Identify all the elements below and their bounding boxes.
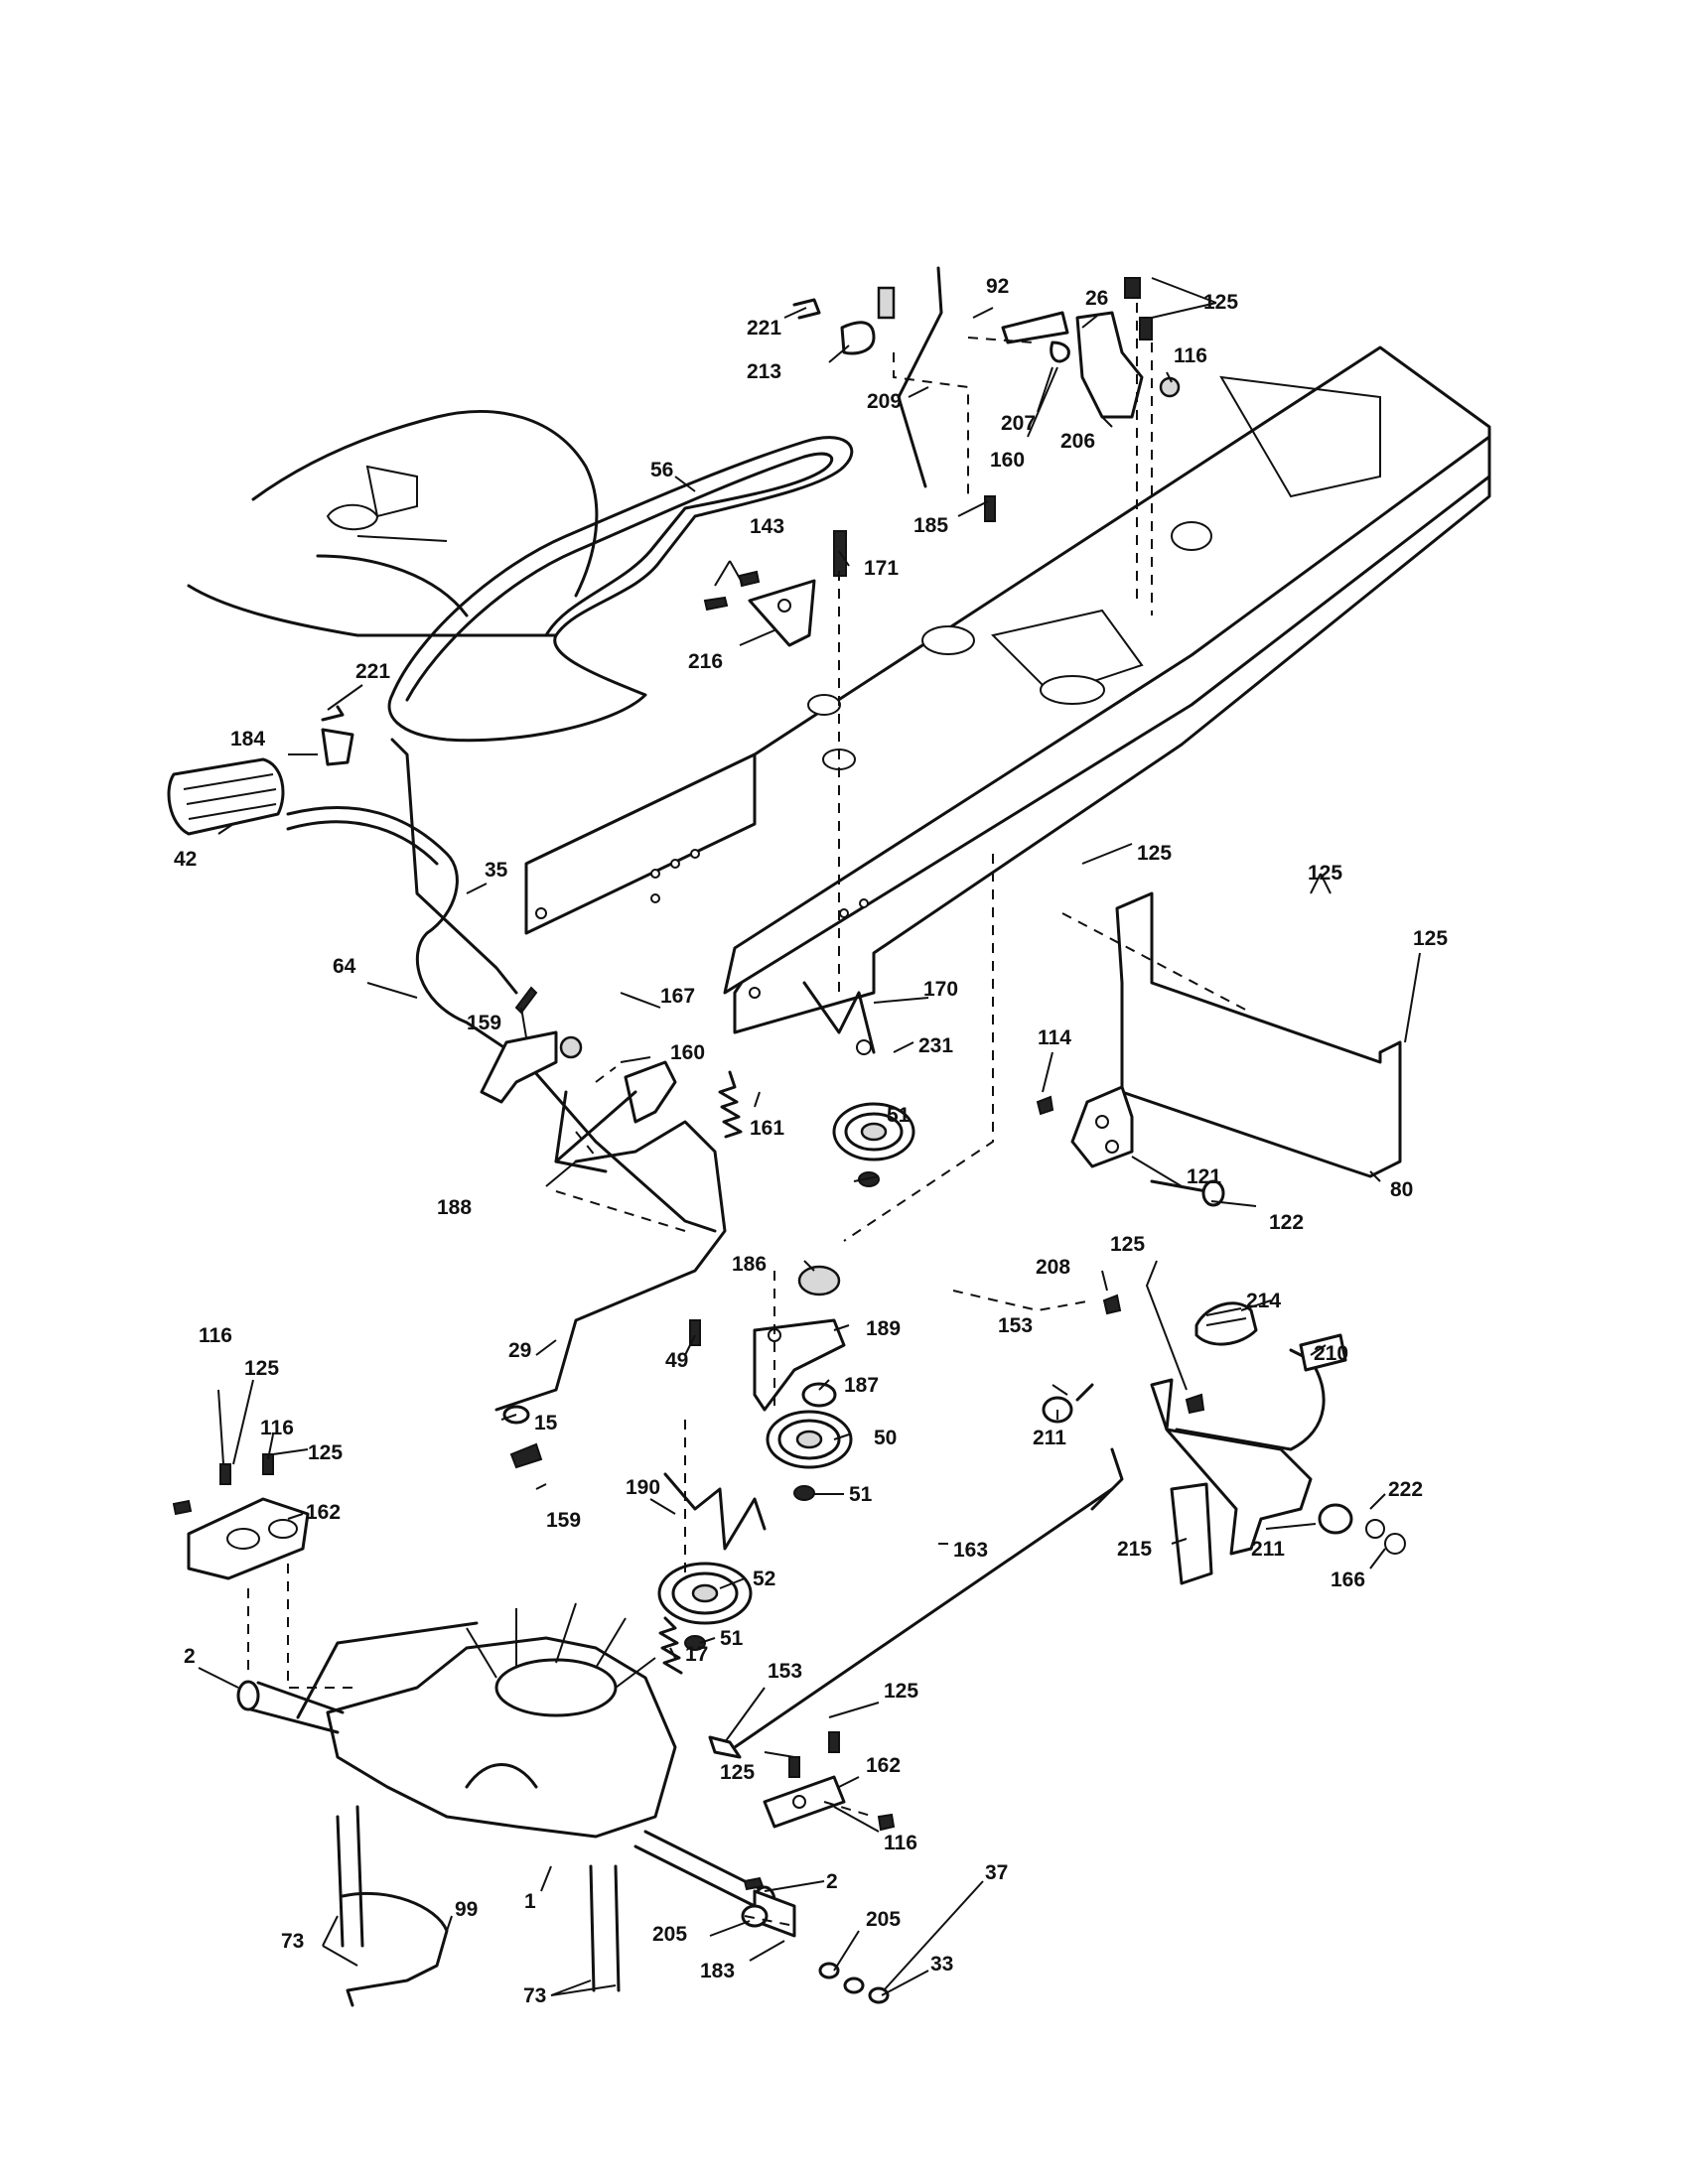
callout-leaders — [198, 277, 1421, 1996]
brackets-162 — [172, 1453, 896, 1832]
callout-161: 161 — [750, 1117, 784, 1140]
callout-215: 215 — [1117, 1538, 1152, 1561]
frame-rail — [524, 345, 1491, 1034]
callout-159: 159 — [467, 1012, 501, 1034]
callout-125: 125 — [720, 1761, 755, 1784]
callout-35: 35 — [485, 859, 508, 882]
callout-162: 162 — [306, 1501, 341, 1524]
callout-186: 186 — [732, 1253, 767, 1276]
callout-206: 206 — [1060, 430, 1095, 453]
callout-116: 116 — [884, 1832, 917, 1854]
callout-114: 114 — [1038, 1026, 1071, 1049]
callout-167: 167 — [660, 985, 695, 1008]
callout-121: 121 — [1187, 1165, 1221, 1188]
callout-183: 183 — [700, 1960, 735, 1982]
callout-205: 205 — [866, 1908, 901, 1931]
callout-163: 163 — [953, 1539, 988, 1562]
callout-213: 213 — [747, 360, 781, 383]
callout-125: 125 — [1203, 291, 1238, 314]
callout-labels: 221 213 209 92 26 125 116 207 160 206 56… — [174, 275, 1448, 2007]
callout-2: 2 — [826, 1870, 838, 1893]
brake-pedal-assembly — [1042, 1294, 1406, 1585]
callout-211: 211 — [1251, 1538, 1285, 1561]
callout-209: 209 — [867, 390, 902, 413]
callout-153: 153 — [768, 1660, 802, 1683]
callout-92: 92 — [986, 275, 1009, 298]
callout-160: 160 — [990, 449, 1025, 472]
callout-51: 51 — [887, 1104, 911, 1127]
callout-153: 153 — [998, 1314, 1033, 1337]
callout-171: 171 — [864, 557, 899, 580]
callout-166: 166 — [1331, 1569, 1365, 1591]
callout-143: 143 — [750, 515, 784, 538]
belt-guard-80 — [1036, 891, 1402, 1207]
callout-231: 231 — [918, 1034, 953, 1057]
fender-outline — [187, 410, 599, 637]
callout-221: 221 — [355, 660, 390, 683]
callout-56: 56 — [650, 459, 673, 481]
callout-125: 125 — [1137, 842, 1172, 865]
callout-51: 51 — [720, 1627, 744, 1650]
callout-125: 125 — [1413, 927, 1448, 950]
callout-15: 15 — [534, 1412, 558, 1434]
callout-1: 1 — [524, 1890, 536, 1913]
callout-51: 51 — [849, 1483, 873, 1506]
callout-125: 125 — [884, 1680, 918, 1703]
callout-185: 185 — [913, 514, 948, 537]
callout-221: 221 — [747, 317, 781, 340]
callout-184: 184 — [230, 728, 265, 751]
callout-29: 29 — [508, 1339, 531, 1362]
callout-125: 125 — [1110, 1233, 1145, 1256]
callout-73: 73 — [523, 1984, 546, 2007]
callout-122: 122 — [1269, 1211, 1304, 1234]
callout-160: 160 — [670, 1041, 705, 1064]
callout-125: 125 — [1308, 862, 1342, 885]
drive-belt — [387, 436, 854, 743]
callout-37: 37 — [985, 1861, 1008, 1884]
callout-73: 73 — [281, 1930, 304, 1953]
callout-49: 49 — [665, 1349, 688, 1372]
callout-99: 99 — [455, 1898, 478, 1921]
callout-189: 189 — [866, 1317, 901, 1340]
pulley-assembly — [657, 1265, 853, 1675]
assembly-guide-lines — [247, 303, 1252, 1927]
callout-42: 42 — [174, 848, 197, 871]
callout-50: 50 — [874, 1427, 897, 1449]
callout-2: 2 — [184, 1645, 196, 1668]
callout-190: 190 — [626, 1476, 660, 1499]
callout-187: 187 — [844, 1374, 879, 1397]
callout-162: 162 — [866, 1754, 901, 1777]
transaxle — [236, 1602, 796, 2007]
callout-125: 125 — [244, 1357, 279, 1380]
callout-211: 211 — [1033, 1427, 1066, 1449]
callout-208: 208 — [1036, 1256, 1070, 1279]
callout-64: 64 — [333, 955, 356, 978]
idler-pulley-231 — [718, 981, 915, 1187]
callout-80: 80 — [1390, 1178, 1413, 1201]
callout-216: 216 — [688, 650, 723, 673]
callout-26: 26 — [1085, 287, 1108, 310]
callout-205: 205 — [652, 1923, 687, 1946]
bracket-216 — [703, 570, 816, 647]
callout-170: 170 — [923, 978, 958, 1001]
callout-116: 116 — [199, 1324, 232, 1347]
callout-17: 17 — [685, 1643, 708, 1666]
callout-188: 188 — [437, 1196, 472, 1219]
callout-33: 33 — [930, 1953, 953, 1976]
callout-116: 116 — [1174, 344, 1207, 367]
callout-159: 159 — [546, 1509, 581, 1532]
callout-214: 214 — [1246, 1290, 1281, 1312]
callout-125: 125 — [308, 1441, 343, 1464]
callout-207: 207 — [1001, 412, 1036, 435]
callout-116: 116 — [260, 1417, 294, 1439]
callout-222: 222 — [1388, 1478, 1423, 1501]
callout-52: 52 — [753, 1568, 775, 1590]
callout-210: 210 — [1314, 1342, 1348, 1365]
